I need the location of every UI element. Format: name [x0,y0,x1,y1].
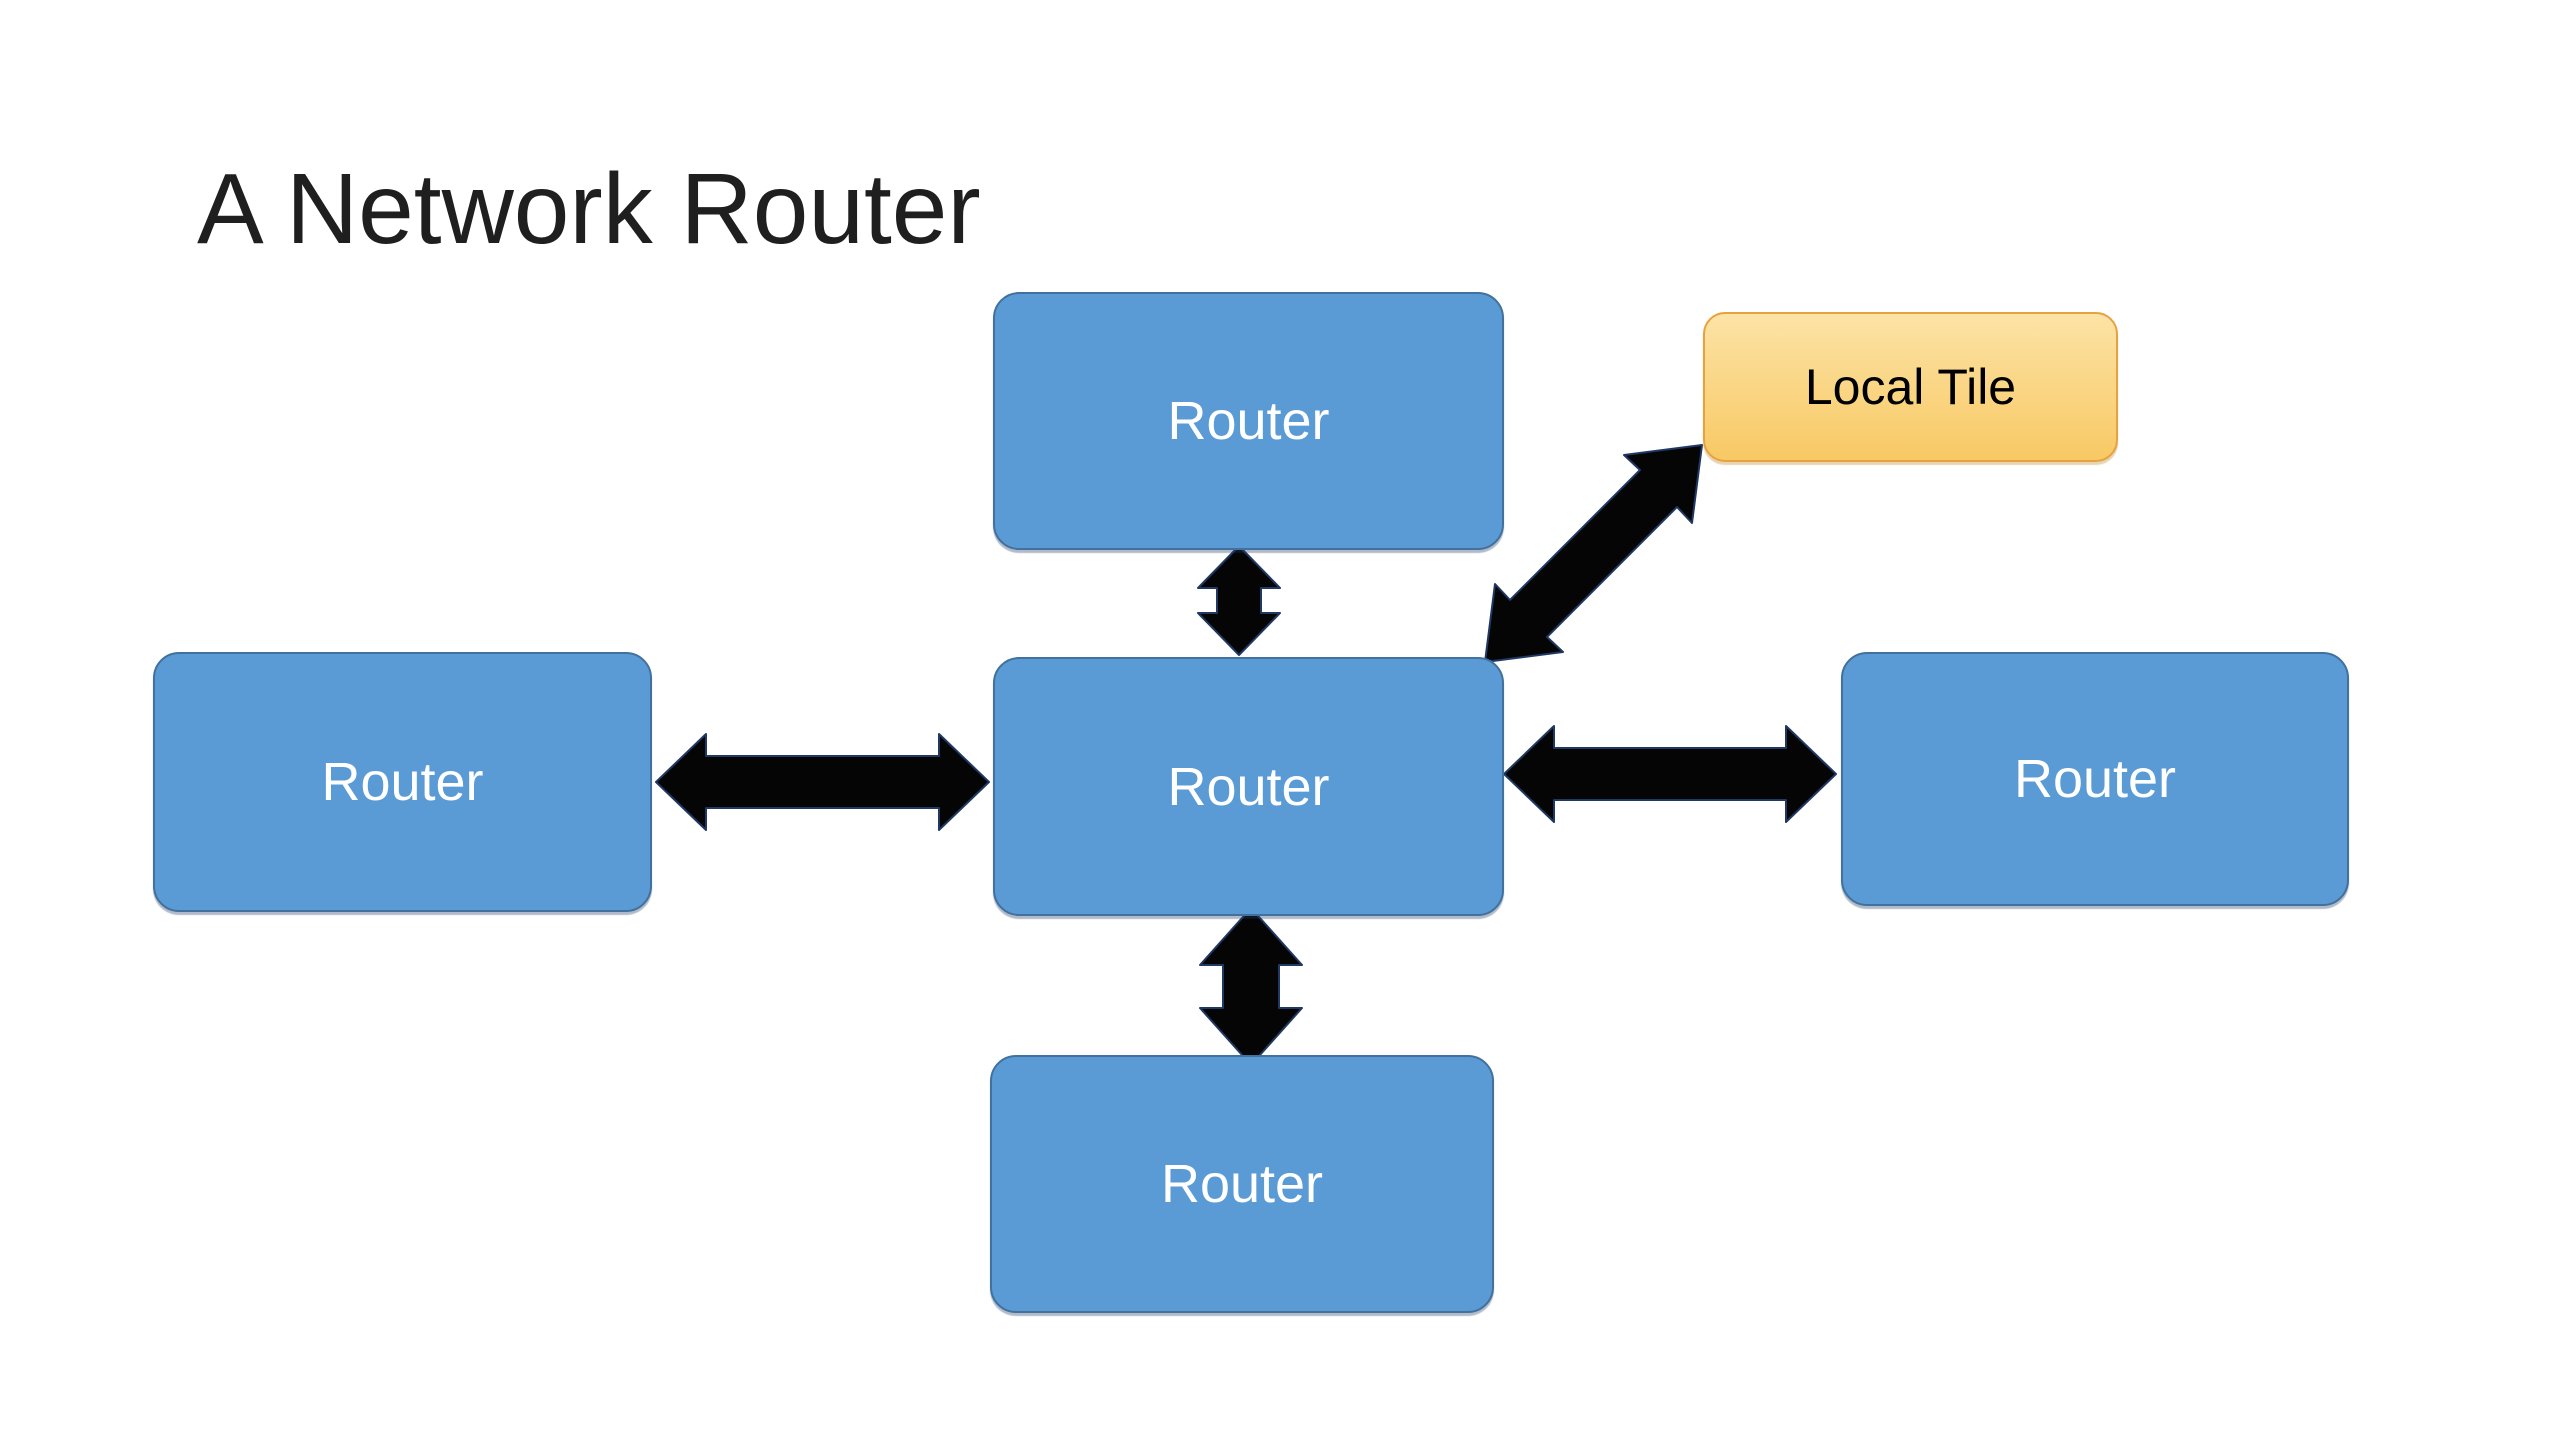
arrow-top-center [1197,545,1281,656]
node-right-router: Router [1841,652,2349,906]
node-bottom-router-label: Router [1160,1154,1324,1214]
node-left-router-label: Router [321,752,484,812]
node-top-router: Router [993,292,1504,550]
node-bottom-router: Router [990,1055,1494,1313]
arrow-center-right [1503,725,1837,823]
node-left-router: Router [153,652,652,912]
arrow-left-center [655,733,990,831]
arrow-center-bottom [1199,907,1303,1066]
node-center-router-label: Router [1167,756,1330,817]
node-local-tile-label: Local Tile [1804,359,2017,415]
node-local-tile: Local Tile [1703,312,2118,462]
slide-title: A Network Router [197,153,981,265]
node-right-router-label: Router [2013,749,2177,809]
node-center-router: Router [993,657,1504,916]
node-top-router-label: Router [1167,391,1330,451]
arrow-center-localtile [1484,444,1703,663]
